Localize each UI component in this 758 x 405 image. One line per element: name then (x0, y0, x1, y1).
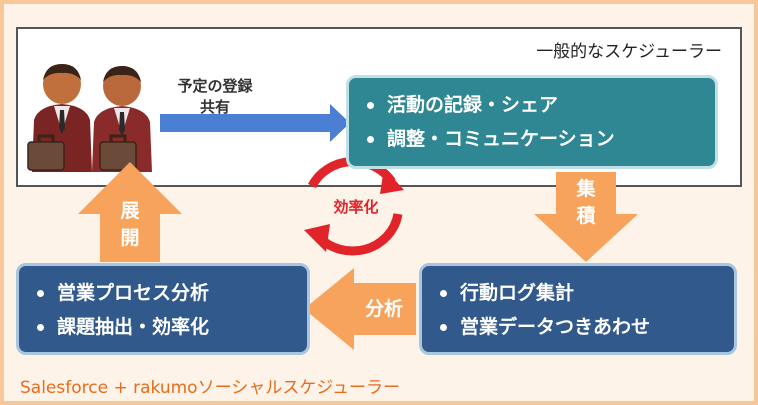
list-item: 活動の記録・シェア (349, 88, 715, 122)
list-item: 営業プロセス分析 (19, 276, 307, 310)
activity-box: 活動の記録・シェア 調整・コミュニケーション (346, 75, 718, 169)
accumulate-down-arrow (534, 172, 638, 262)
section-title: 一般的なスケジューラー (536, 42, 722, 62)
accumulate-label: 集 積 (576, 178, 596, 227)
footer-caption: Salesforce + rakumoソーシャルスケジューラー (20, 378, 401, 398)
list-item: 営業データつきあわせ (422, 310, 734, 344)
business-people-icon (27, 64, 152, 172)
deploy-up-arrow (78, 162, 182, 262)
deploy-label: 展 開 (120, 200, 140, 249)
blue-right-arrow (160, 104, 350, 142)
briefcase-icon (27, 134, 137, 171)
sales-process-box: 営業プロセス分析 課題抽出・効率化 (16, 263, 310, 355)
list-item: 課題抽出・効率化 (19, 310, 307, 344)
registration-sharing-label: 予定の登録 共有 (177, 77, 253, 116)
list-item: 調整・コミュニケーション (349, 122, 715, 156)
analysis-label: 分析 (364, 298, 403, 320)
analysis-left-arrow (304, 268, 416, 350)
action-log-box: 行動ログ集計 営業データつきあわせ (419, 263, 737, 355)
efficiency-label: 効率化 (333, 198, 379, 216)
list-item: 行動ログ集計 (422, 276, 734, 310)
